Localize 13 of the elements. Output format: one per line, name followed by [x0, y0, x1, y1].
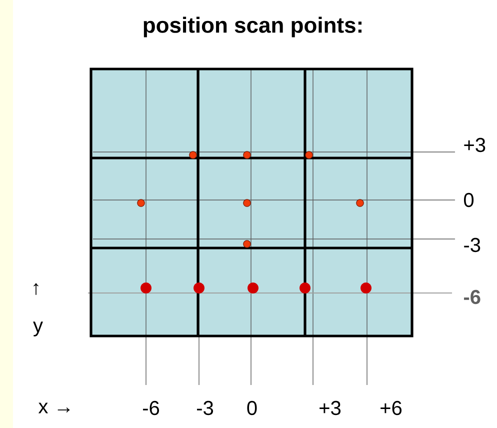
axis-label: ↑ [34, 283, 38, 295]
axis-label: +3 [464, 138, 486, 152]
title: position scan points: [144, 16, 362, 38]
axis-label: 0 [464, 192, 474, 208]
axis-label: 0 [247, 400, 257, 416]
axis-label: -3 [464, 238, 480, 252]
axis-label: -6 [143, 400, 160, 416]
axis-label: +6 [380, 400, 402, 416]
axis-label: +3 [320, 400, 341, 416]
axis-label: x → [38, 402, 70, 414]
axis-label: -3 [197, 400, 214, 416]
axis-label: -6 [464, 290, 480, 304]
axis-label: y [33, 322, 43, 336]
